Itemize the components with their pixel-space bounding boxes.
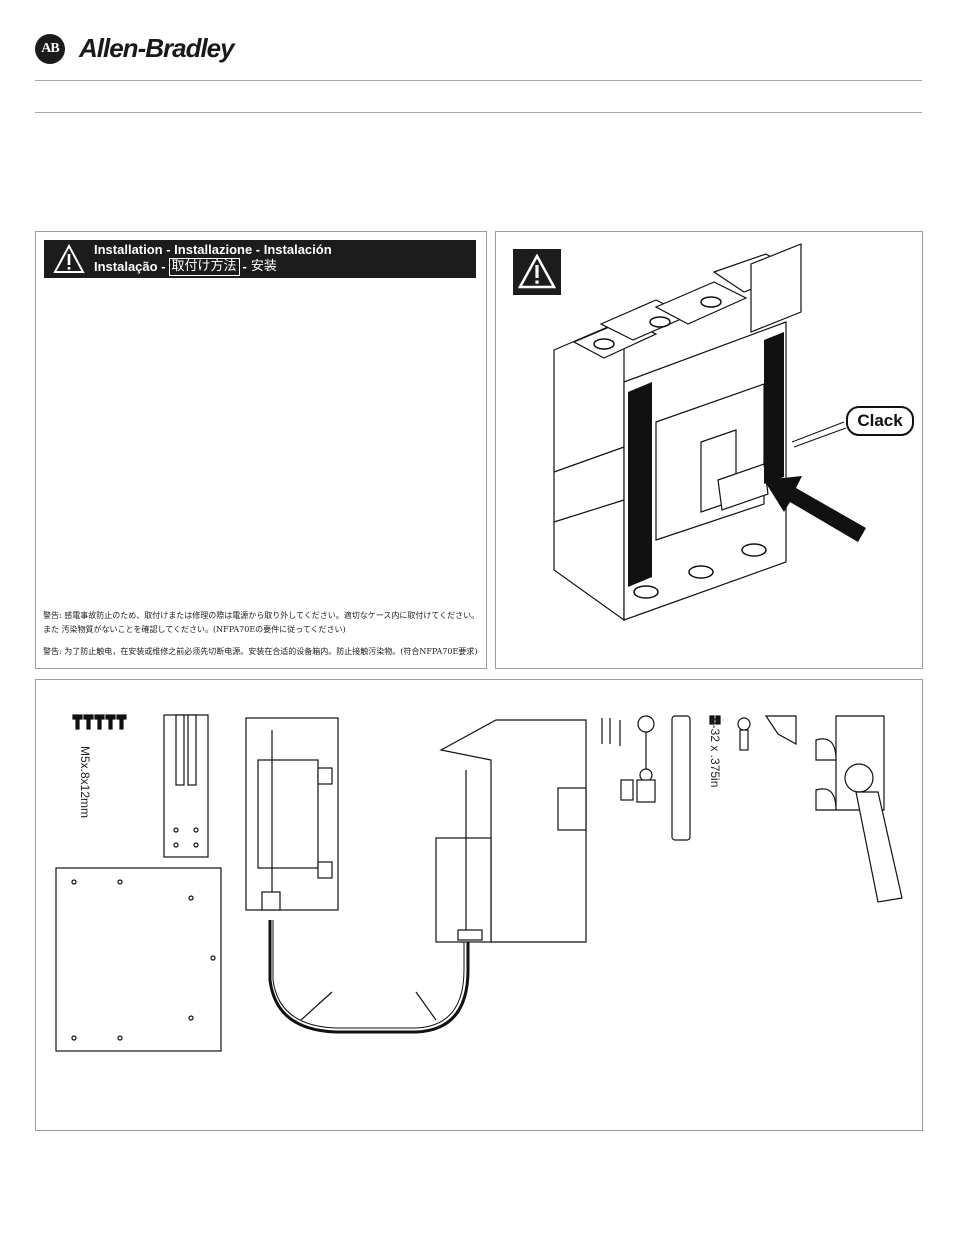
clack-callout: Clack [846,406,914,436]
warning-note-japanese-2: また 汚染物質がないことを確認してください。(NFPA70Eの要件に従ってくださ… [43,625,346,634]
m5-screws-icon [72,714,127,730]
breaker-illustration-panel: Clack [495,231,923,669]
installation-banner: Installation - Installazione - Instalaci… [44,240,476,278]
screw-size-label: M5x.8x12mm [78,746,92,819]
banner-title-separator: - [242,259,247,274]
brand-name: Allen-Bradley [79,33,235,63]
banner-title-line1: Installation - Installazione - Instalaci… [94,242,332,257]
warning-note-chinese: 警告: 为了防止触电，在安装或维修之前必须先切断电源。安装在合适的设备箱内。防止… [43,647,478,656]
banner-title-prefix: Instalação - [94,259,166,274]
brand-logo: AB Allen-Bradley [35,33,235,64]
parts-kit-panel: M5x.8x12mm 6-32 x .375in [35,679,923,1131]
circuit-breaker-drawing [553,243,866,622]
small-screw-size-label: 6-32 x .375in [708,718,722,788]
installation-panel: Installation - Installazione - Instalaci… [35,231,487,669]
warning-triangle-icon [50,240,88,278]
banner-title-japanese: 取付け方法 [168,258,240,276]
warning-triangle-icon [513,249,561,295]
header-rule-bottom [35,112,922,113]
parts-kit-drawing [55,714,903,1052]
banner-title-chinese: 安装 [250,259,277,274]
warning-note-japanese-1: 警告: 感電事故防止のため、取付けまたは修理の際は電源から取り外してください。適… [43,611,480,620]
ab-badge-icon: AB [35,33,65,64]
header-rule-top [35,80,922,81]
